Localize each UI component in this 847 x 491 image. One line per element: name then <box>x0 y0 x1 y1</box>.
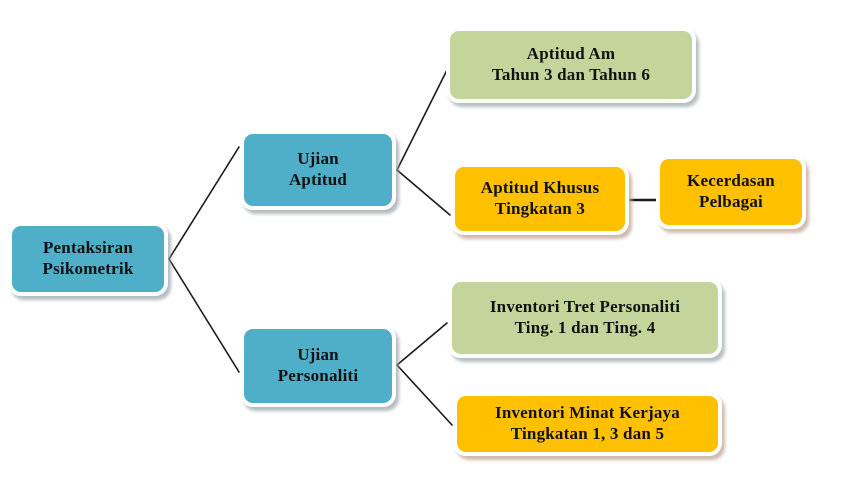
node-ujian-personaliti[interactable]: Ujian Personaliti <box>240 325 396 407</box>
node-label: Kecerdasan Pelbagai <box>687 171 775 211</box>
edge-root-to-ujian-personaliti <box>168 258 240 373</box>
node-label: Inventori Minat Kerjaya Tingkatan 1, 3 d… <box>495 403 680 443</box>
edge-root-to-ujian-aptitud <box>168 146 240 260</box>
node-label: Ujian Personaliti <box>277 345 359 385</box>
node-label: Inventori Tret Personaliti Ting. 1 dan T… <box>489 297 681 337</box>
edge-personaliti-to-inventori-tret <box>396 322 448 366</box>
node-kecerdasan-pelbagai[interactable]: Kecerdasan Pelbagai <box>656 155 806 229</box>
node-aptitud-am[interactable]: Aptitud Am Tahun 3 dan Tahun 6 <box>446 27 696 103</box>
node-aptitud-khusus[interactable]: Aptitud Khusus Tingkatan 3 <box>451 163 629 235</box>
edge-aptitud-to-aptitud-khusus <box>396 169 451 216</box>
edge-personaliti-to-inventori-minat <box>396 364 453 426</box>
node-inventori-tret-personaliti[interactable]: Inventori Tret Personaliti Ting. 1 dan T… <box>448 278 722 358</box>
node-label: Aptitud Am Tahun 3 dan Tahun 6 <box>491 44 651 84</box>
node-label: Pentaksiran Psikometrik <box>42 238 134 278</box>
node-ujian-aptitud[interactable]: Ujian Aptitud <box>240 130 396 210</box>
node-label: Ujian Aptitud <box>288 149 348 189</box>
node-label: Aptitud Khusus Tingkatan 3 <box>480 178 600 218</box>
edge-aptitud-to-aptitud-am <box>396 69 448 171</box>
node-inventori-minat-kerjaya[interactable]: Inventori Minat Kerjaya Tingkatan 1, 3 d… <box>453 392 722 456</box>
node-pentaksiran-psikometrik[interactable]: Pentaksiran Psikometrik <box>8 222 168 296</box>
